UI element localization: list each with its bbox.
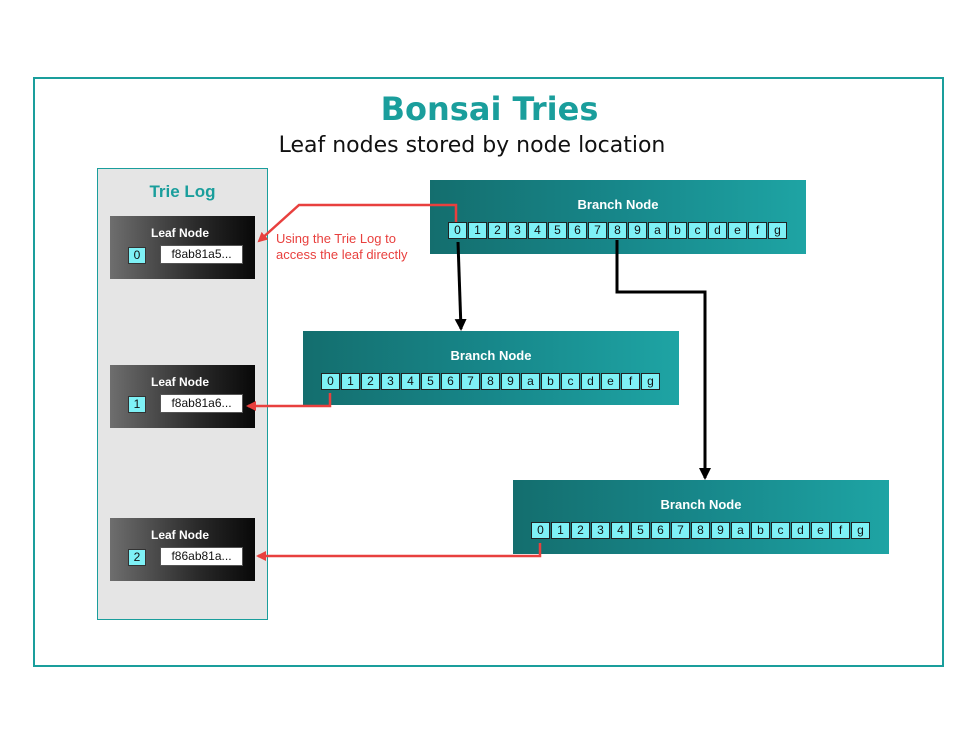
branch-slot-c: c	[688, 222, 707, 239]
branch-slot-7: 7	[588, 222, 607, 239]
leaf-node-1: Leaf Node 1 f8ab81a6...	[110, 365, 255, 428]
branch-slot-e: e	[601, 373, 620, 390]
branch-slot-8: 8	[691, 522, 710, 539]
branch-slot-b: b	[668, 222, 687, 239]
branch-node-title: Branch Node	[450, 348, 532, 363]
leaf-node-2: Leaf Node 2 f86ab81a...	[110, 518, 255, 581]
branch-slot-9: 9	[501, 373, 520, 390]
branch-slot-g: g	[641, 373, 660, 390]
diagram-frame	[33, 77, 944, 667]
branch-slot-c: c	[771, 522, 790, 539]
branch-slot-e: e	[728, 222, 747, 239]
leaf-node-value: f86ab81a...	[160, 547, 243, 566]
leaf-node-title: Leaf Node	[150, 375, 209, 389]
branch-slot-4: 4	[401, 373, 420, 390]
branch-slot-d: d	[708, 222, 727, 239]
branch-slot-6: 6	[441, 373, 460, 390]
leaf-node-index: 1	[128, 396, 146, 413]
branch-slot-b: b	[541, 373, 560, 390]
branch-slot-1: 1	[341, 373, 360, 390]
branch-slot-a: a	[648, 222, 667, 239]
branch-slot-3: 3	[508, 222, 527, 239]
branch-slot-5: 5	[631, 522, 650, 539]
branch-slot-g: g	[851, 522, 870, 539]
black-arrow-to-middle	[454, 241, 467, 331]
branch-node-title: Branch Node	[577, 197, 659, 212]
branch-slot-2: 2	[488, 222, 507, 239]
leaf-node-value: f8ab81a5...	[160, 245, 243, 264]
leaf-node-index: 0	[128, 247, 146, 264]
leaf-node-title: Leaf Node	[150, 528, 209, 542]
branch-slot-1: 1	[468, 222, 487, 239]
leaf-node-index: 2	[128, 549, 146, 566]
branch-slot-2: 2	[571, 522, 590, 539]
diagram-title: Bonsai Tries	[380, 90, 599, 128]
leaf-node-0: Leaf Node 0 f8ab81a5...	[110, 216, 255, 279]
branch-node-title: Branch Node	[660, 497, 742, 512]
branch-slot-6: 6	[568, 222, 587, 239]
branch-slot-1: 1	[551, 522, 570, 539]
trie-log-title: Trie Log	[149, 182, 216, 201]
red-arrow-middle	[246, 393, 332, 411]
branch-slot-8: 8	[608, 222, 627, 239]
black-arrow-to-bottom	[615, 240, 711, 480]
trie-log-annotation: Using the Trie Log to access the leaf di…	[276, 231, 408, 262]
branch-slot-f: f	[621, 373, 640, 390]
branch-slot-a: a	[731, 522, 750, 539]
branch-slot-4: 4	[611, 522, 630, 539]
branch-slot-f: f	[831, 522, 850, 539]
branch-slot-d: d	[791, 522, 810, 539]
red-arrow-bottom	[256, 543, 542, 561]
branch-slot-9: 9	[711, 522, 730, 539]
branch-slot-6: 6	[651, 522, 670, 539]
branch-slot-5: 5	[421, 373, 440, 390]
branch-slot-3: 3	[381, 373, 400, 390]
branch-slot-0: 0	[531, 522, 550, 539]
branch-slot-5: 5	[548, 222, 567, 239]
diagram-subtitle: Leaf nodes stored by node location	[278, 133, 666, 158]
leaf-node-title: Leaf Node	[150, 226, 209, 240]
red-arrow-top	[257, 203, 458, 243]
branch-slot-9: 9	[628, 222, 647, 239]
leaf-node-value: f8ab81a6...	[160, 394, 243, 413]
branch-slot-a: a	[521, 373, 540, 390]
branch-slot-8: 8	[481, 373, 500, 390]
branch-slot-7: 7	[671, 522, 690, 539]
branch-slot-4: 4	[528, 222, 547, 239]
branch-slot-0: 0	[321, 373, 340, 390]
branch-slot-e: e	[811, 522, 830, 539]
branch-slot-f: f	[748, 222, 767, 239]
branch-slot-g: g	[768, 222, 787, 239]
branch-slot-7: 7	[461, 373, 480, 390]
branch-slot-b: b	[751, 522, 770, 539]
branch-slot-0: 0	[448, 222, 467, 239]
branch-slot-c: c	[561, 373, 580, 390]
branch-slot-2: 2	[361, 373, 380, 390]
branch-slot-3: 3	[591, 522, 610, 539]
branch-slot-d: d	[581, 373, 600, 390]
